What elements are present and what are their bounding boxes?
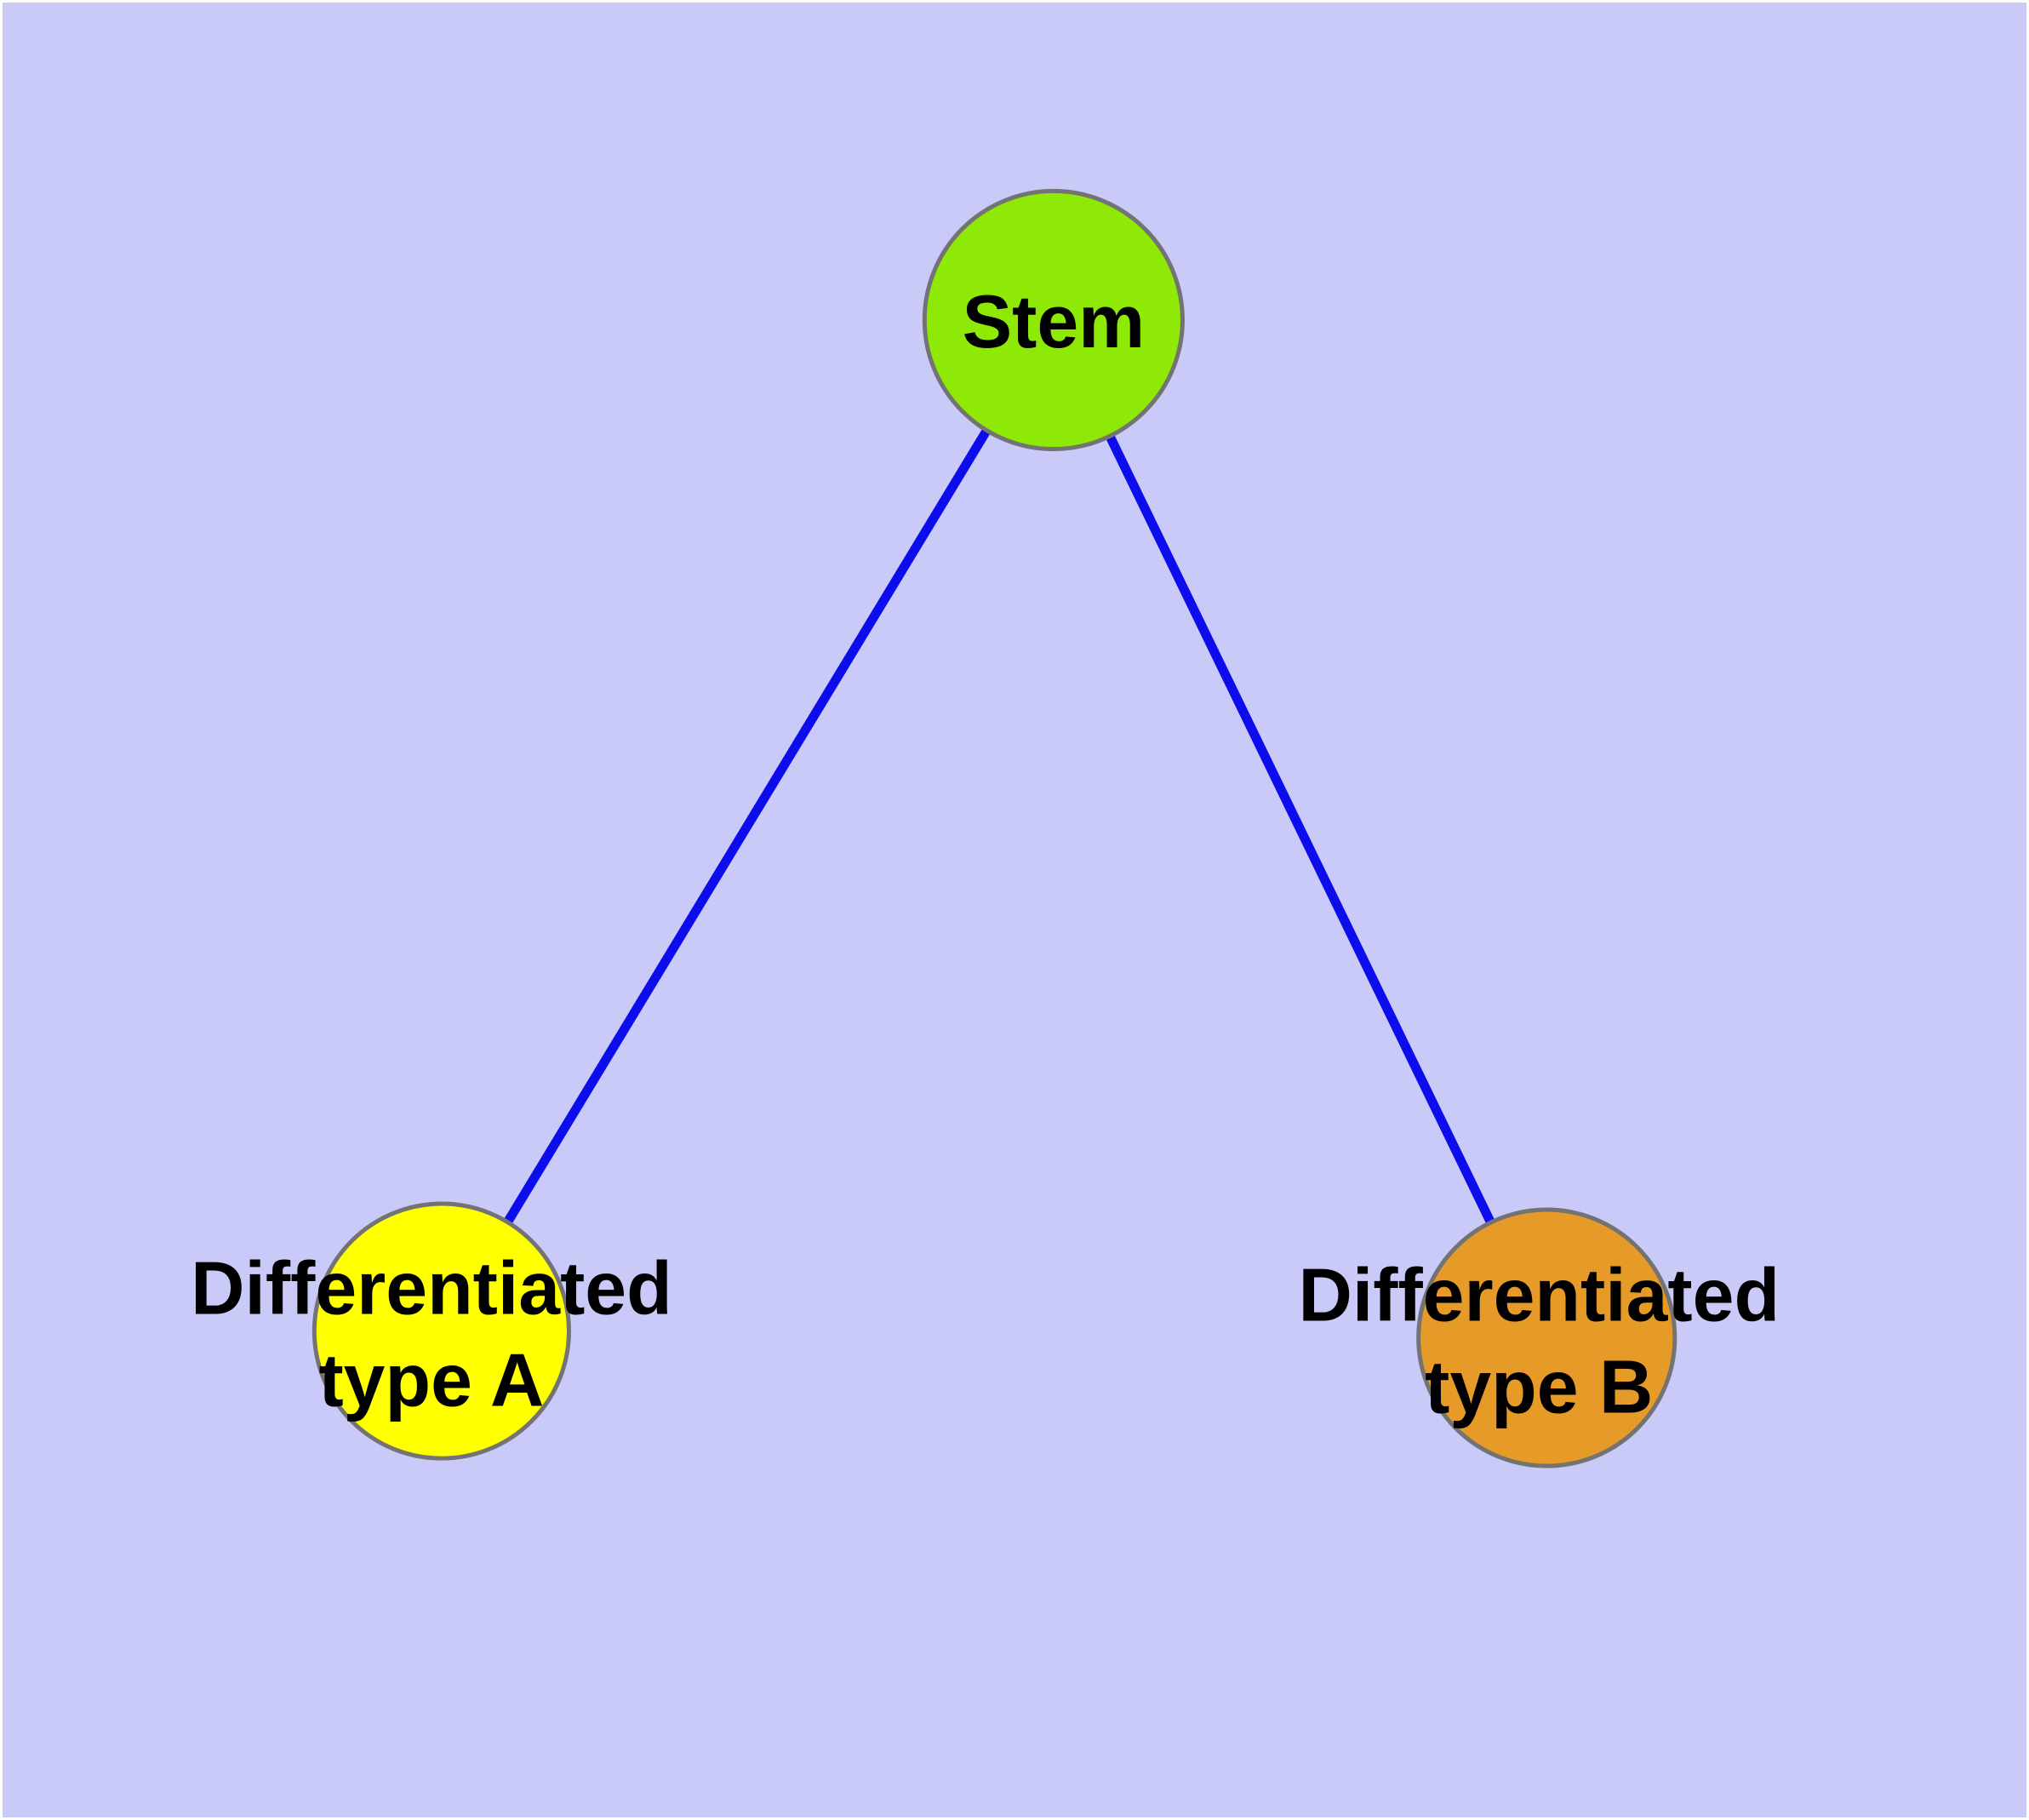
stem-cell-differentiation-graph: Stem Differentiated type A Differentiate… <box>191 188 1780 1468</box>
edge-stem-to-type-b <box>1049 318 1552 1340</box>
type-b-node-label-line2: type B <box>1425 1345 1653 1428</box>
type-a-node-circle <box>311 1201 571 1461</box>
stem-node-circle <box>922 188 1185 452</box>
node-stem: Stem <box>922 188 1185 452</box>
node-differentiated-type-b: Differentiated type B <box>1298 1207 1780 1468</box>
type-a-node-label-line1: Differentiated <box>191 1247 672 1331</box>
stem-node-label: Stem <box>963 280 1146 363</box>
type-b-node-circle <box>1416 1207 1677 1468</box>
type-b-node-label-line1: Differentiated <box>1298 1254 1780 1337</box>
edge-stem-to-type-a <box>437 318 1058 1334</box>
type-a-node-label-line2: type A <box>318 1338 544 1422</box>
edges <box>437 318 1552 1340</box>
node-differentiated-type-a: Differentiated type A <box>191 1201 672 1461</box>
